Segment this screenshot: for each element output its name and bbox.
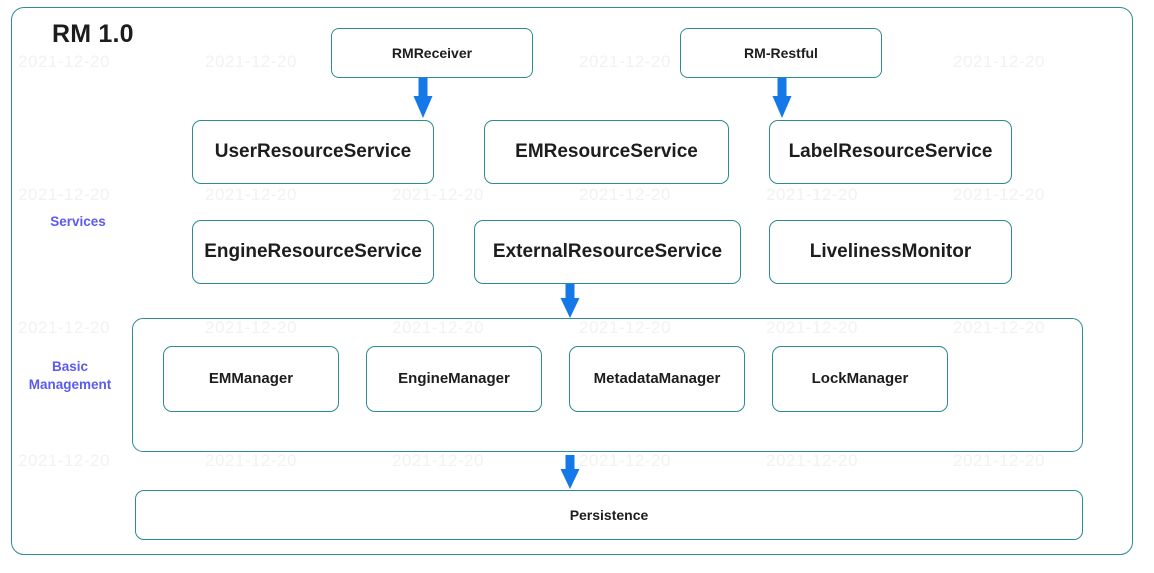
band-label-text-line1: Basic [51, 359, 89, 374]
arrow-externalresourceservice-to-basicmanagement [559, 284, 581, 320]
node-label: RM-Restful [744, 44, 818, 61]
node-label: UserResourceService [214, 141, 412, 163]
node-label: LockManager [811, 370, 909, 388]
node-engine-manager[interactable]: EngineManager [366, 346, 542, 412]
node-rm-receiver[interactable]: RMReceiver [331, 28, 533, 78]
node-liveliness-monitor[interactable]: LivelinessMonitor [769, 220, 1012, 284]
arrow-basicmanagement-to-persistence [559, 455, 581, 491]
node-user-resource-service[interactable]: UserResourceService [192, 120, 434, 184]
band-label-services: Services [24, 213, 132, 231]
node-label: RMReceiver [391, 44, 473, 61]
band-label-basic-management: Basic Management [8, 358, 132, 394]
node-lock-manager[interactable]: LockManager [772, 346, 948, 412]
node-label: EngineManager [398, 370, 510, 388]
node-engine-resource-service[interactable]: EngineResourceService [192, 220, 434, 284]
node-em-manager[interactable]: EMManager [163, 346, 339, 412]
page-title: RM 1.0 [52, 20, 134, 48]
node-persistence[interactable]: Persistence [135, 490, 1083, 540]
band-label-text: Services [50, 214, 106, 229]
outer-frame [11, 7, 1133, 555]
node-em-resource-service[interactable]: EMResourceService [484, 120, 729, 184]
arrow-rmrestful-to-labelresourceservice [771, 78, 793, 120]
node-label: EMResourceService [515, 141, 698, 163]
node-external-resource-service[interactable]: ExternalResourceService [474, 220, 741, 284]
node-label: MetadataManager [593, 370, 721, 388]
node-label: EMManager [208, 370, 294, 388]
band-label-text-line2: Management [28, 377, 112, 393]
node-label: EngineResourceService [204, 241, 422, 263]
node-label-resource-service[interactable]: LabelResourceService [769, 120, 1012, 184]
basic-management-group [132, 318, 1083, 452]
arrow-rmreceiver-to-userresourceservice [412, 78, 434, 120]
node-label: LabelResourceService [788, 141, 993, 163]
node-rm-restful[interactable]: RM-Restful [680, 28, 882, 78]
node-label: ExternalResourceService [492, 241, 723, 263]
node-label: Persistence [569, 506, 649, 523]
node-label: LivelinessMonitor [809, 241, 972, 263]
node-metadata-manager[interactable]: MetadataManager [569, 346, 745, 412]
